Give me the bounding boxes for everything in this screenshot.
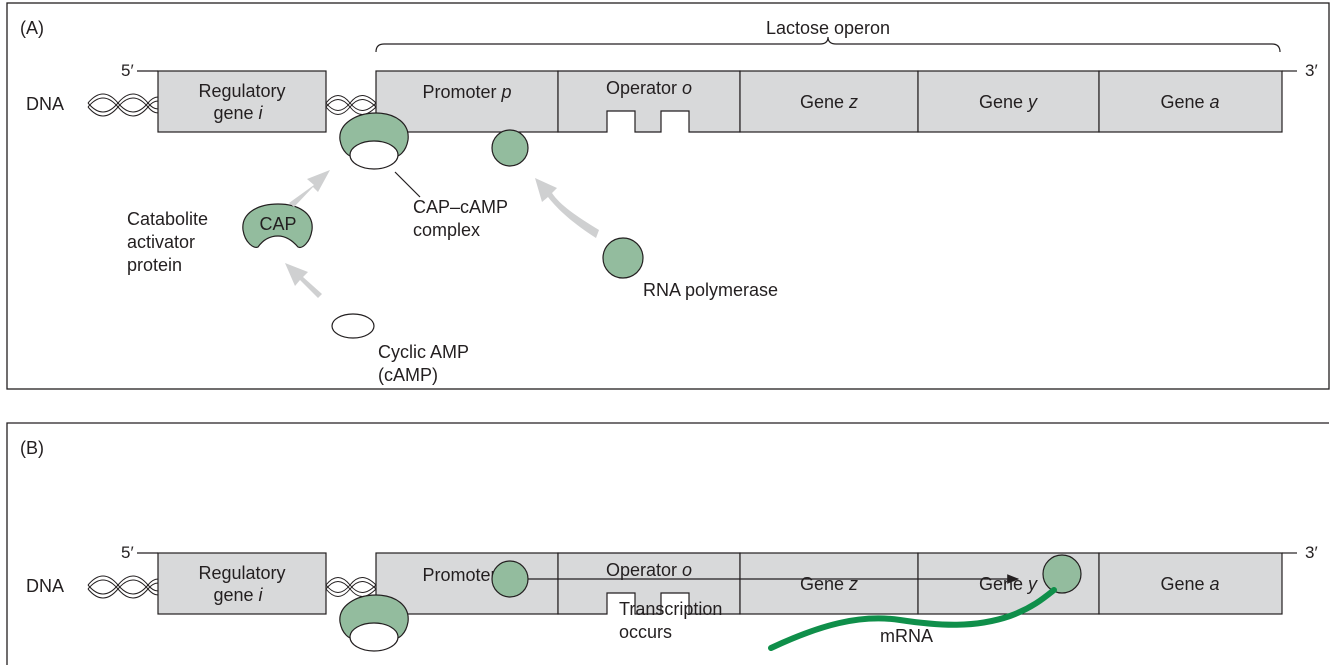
cyclic-amp xyxy=(331,313,375,339)
camp-label-line1: Cyclic AMP xyxy=(378,342,469,362)
five-prime-label-b: 5′ xyxy=(121,543,134,562)
cap-label-line3: protein xyxy=(127,255,182,275)
gene-y-label: Gene y xyxy=(979,92,1038,112)
cap-camp-complex xyxy=(339,112,409,170)
regulatory-gene-line1-b: Regulatory xyxy=(198,563,285,583)
regulatory-gene-box-b xyxy=(157,552,327,615)
gene-a-label: Gene a xyxy=(1160,92,1219,112)
regulatory-gene-box xyxy=(157,70,327,133)
arrow-cap-to-complex xyxy=(289,170,330,207)
operator-label-b: Operator o xyxy=(606,560,692,580)
panel-a: (A) Lactose operon DNA 5′ 3′ Regulatory … xyxy=(6,2,1330,390)
complex-label-line2: complex xyxy=(413,220,480,240)
rna-polymerase-moving xyxy=(1042,554,1082,594)
three-prime-label-b: 3′ xyxy=(1305,543,1318,562)
cap-label-line2: activator xyxy=(127,232,195,252)
gene-z-box-b xyxy=(739,552,919,615)
promoter-label: Promoter p xyxy=(422,82,511,102)
three-prime-label: 3′ xyxy=(1305,61,1318,80)
complex-pointer-line xyxy=(394,171,421,198)
dna-helix-middle xyxy=(325,95,377,115)
five-prime-label: 5′ xyxy=(121,61,134,80)
panel-b-frame xyxy=(6,422,1329,665)
mrna-label: mRNA xyxy=(880,626,933,646)
dna-helix-left-b xyxy=(87,575,159,599)
gene-y-box xyxy=(917,70,1100,133)
regulatory-gene-line2: gene i xyxy=(213,103,263,123)
regulatory-gene-line1: Regulatory xyxy=(198,81,285,101)
panel-b-label: (B) xyxy=(20,438,44,458)
promoter-box xyxy=(375,70,559,133)
cap-protein: CAP xyxy=(242,203,313,248)
transcription-label-line1: Transcription xyxy=(619,599,722,619)
gene-y-label-b: Gene y xyxy=(979,574,1038,594)
operator-label: Operator o xyxy=(606,78,692,98)
gray-arrows xyxy=(285,170,599,298)
complex-label-line1: CAP–cAMP xyxy=(413,197,508,217)
operon-bracket xyxy=(375,36,1281,53)
operon-label: Lactose operon xyxy=(766,18,890,38)
regulatory-gene-line2-b: gene i xyxy=(213,585,263,605)
mrna-strand xyxy=(768,587,1057,651)
arrow-camp-to-cap xyxy=(285,263,322,298)
arrow-polymerase-binding xyxy=(535,178,599,238)
panel-b: (B) DNA 5′ 3′ Regulatory gene i Promoter… xyxy=(6,422,1329,665)
gene-a-box xyxy=(1098,70,1283,133)
cap-camp-complex-b xyxy=(339,594,409,652)
dna-helix-left xyxy=(87,93,159,117)
gene-z-label-b: Gene z xyxy=(800,574,858,594)
gene-a-box-b xyxy=(1098,552,1283,615)
dna-label: DNA xyxy=(26,94,64,114)
polymerase-label: RNA polymerase xyxy=(643,280,778,300)
panel-a-label: (A) xyxy=(20,18,44,38)
rna-polymerase-start xyxy=(491,560,529,598)
panel-a-frame xyxy=(6,2,1330,390)
transcription-label-line2: occurs xyxy=(619,622,672,642)
rna-polymerase-bound xyxy=(491,129,529,167)
rna-polymerase-free xyxy=(602,237,644,279)
gene-z-label: Gene z xyxy=(800,92,858,112)
cap-text: CAP xyxy=(259,214,296,234)
gene-z-box xyxy=(739,70,919,133)
gene-a-label-b: Gene a xyxy=(1160,574,1219,594)
cap-label-line1: Catabolite xyxy=(127,209,208,229)
dna-helix-middle-b xyxy=(325,577,377,597)
dna-label-b: DNA xyxy=(26,576,64,596)
camp-label-line2: (cAMP) xyxy=(378,365,438,385)
